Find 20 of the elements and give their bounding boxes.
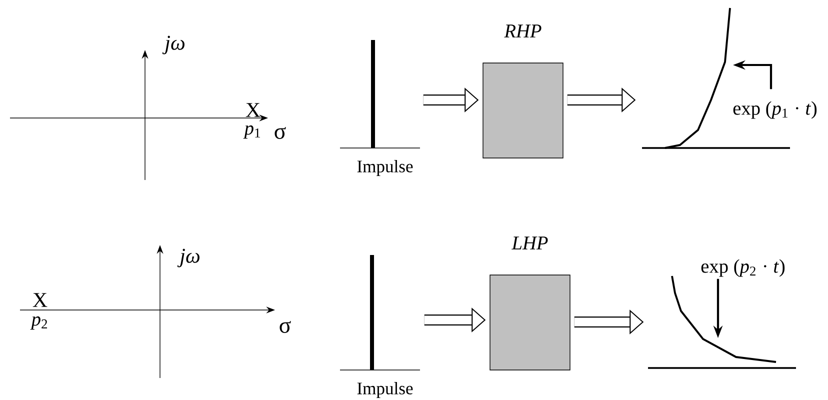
impulse-drawing — [340, 255, 420, 370]
system-box: RHP — [482, 24, 564, 158]
axis-label: jω — [177, 248, 200, 268]
node-label: LHP — [512, 236, 548, 250]
pole-mark: X — [32, 293, 48, 307]
axis-label: σ — [280, 321, 291, 333]
node-label: RHP — [504, 24, 542, 38]
system-box: LHP — [490, 236, 570, 370]
formula-label: exp (p$_{1}$ · t) — [733, 101, 817, 119]
response-curve — [648, 276, 796, 369]
pole-label: p$_{1}$ — [243, 125, 260, 139]
formula-label: exp (p$_{2}$ · t) — [701, 259, 785, 277]
impulse-drawing — [340, 40, 420, 148]
pole-mark: X — [246, 103, 260, 117]
response-curve — [642, 8, 790, 149]
axis-label: σ — [274, 127, 286, 139]
pole-label: p$_{2}$ — [30, 316, 48, 330]
axis-label: jω — [162, 36, 184, 54]
impulse-label: Impulse — [357, 160, 413, 176]
impulse-label: Impulse — [357, 382, 413, 398]
